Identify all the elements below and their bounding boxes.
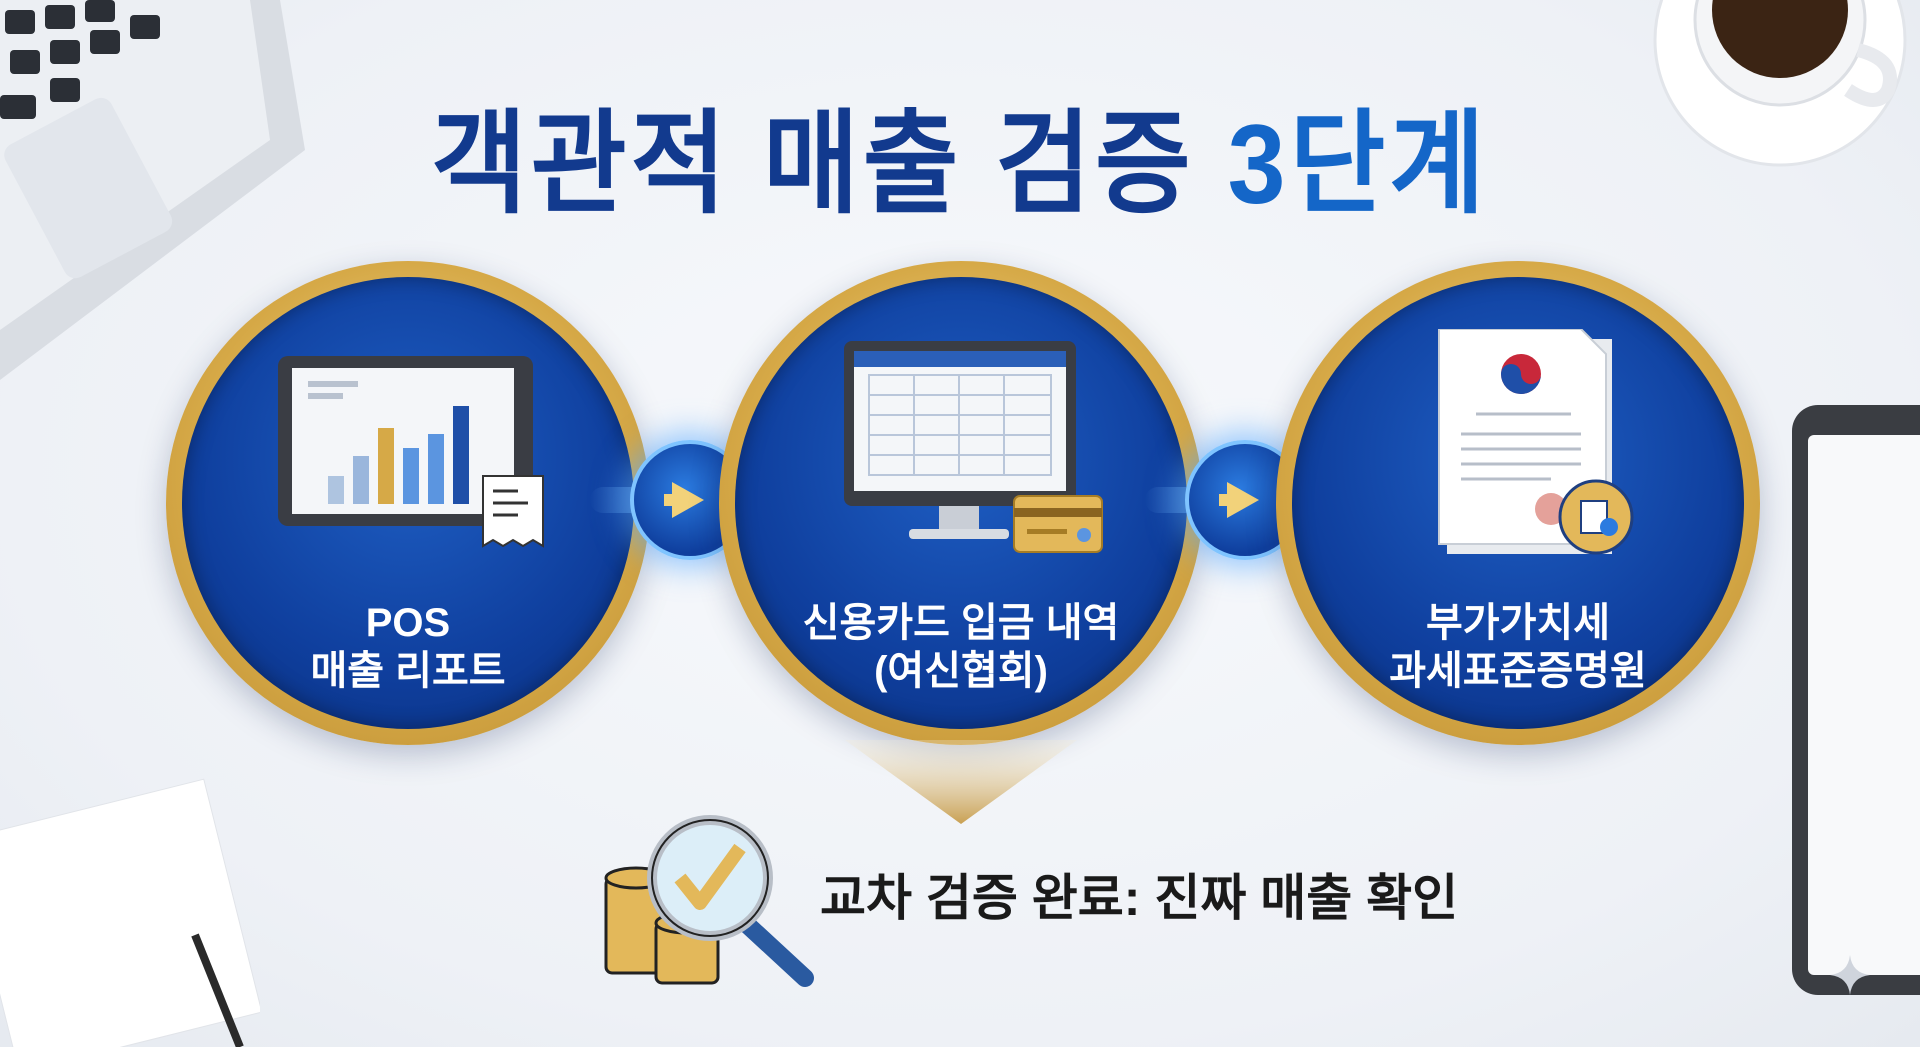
tablet-chart-icon [278,356,544,548]
down-pointer [845,740,1077,824]
coins-magnifier-check-icon [604,815,814,987]
coffee-cup-decoration [1653,0,1907,167]
step-label-line2: 과세표준증명원 [1389,649,1647,693]
step-vat-certificate: 부가가치세 과세표준증명원 [1276,261,1760,745]
step-card-deposits: 신용카드 입금 내역 (여신협회) [719,261,1203,745]
step-label-line1: 부가가치세 [1426,601,1610,645]
title-main: 객관적 매출 검증 [431,102,1195,228]
step-label-line2: (여신협회) [874,649,1048,693]
title-accent: 3단계 [1227,102,1489,228]
notepad-decoration [0,778,260,1047]
tablet-decoration [1792,405,1920,995]
step-label-line1: POS [365,601,451,645]
certificate-document-icon [1438,329,1634,555]
step-label-line1: 신용카드 입금 내역 [802,601,1120,645]
verification-result-text: 교차 검증 완료: 진짜 매출 확인 [820,870,1459,926]
monitor-card-icon [844,341,1103,553]
step-pos-report: POS 매출 리포트 [166,261,650,745]
sparkle-watermark-icon [1830,955,1870,995]
page-title: 객관적 매출 검증 3단계 [0,72,1920,235]
laptop-decoration [0,0,305,380]
step-label-line2: 매출 리포트 [310,649,506,693]
